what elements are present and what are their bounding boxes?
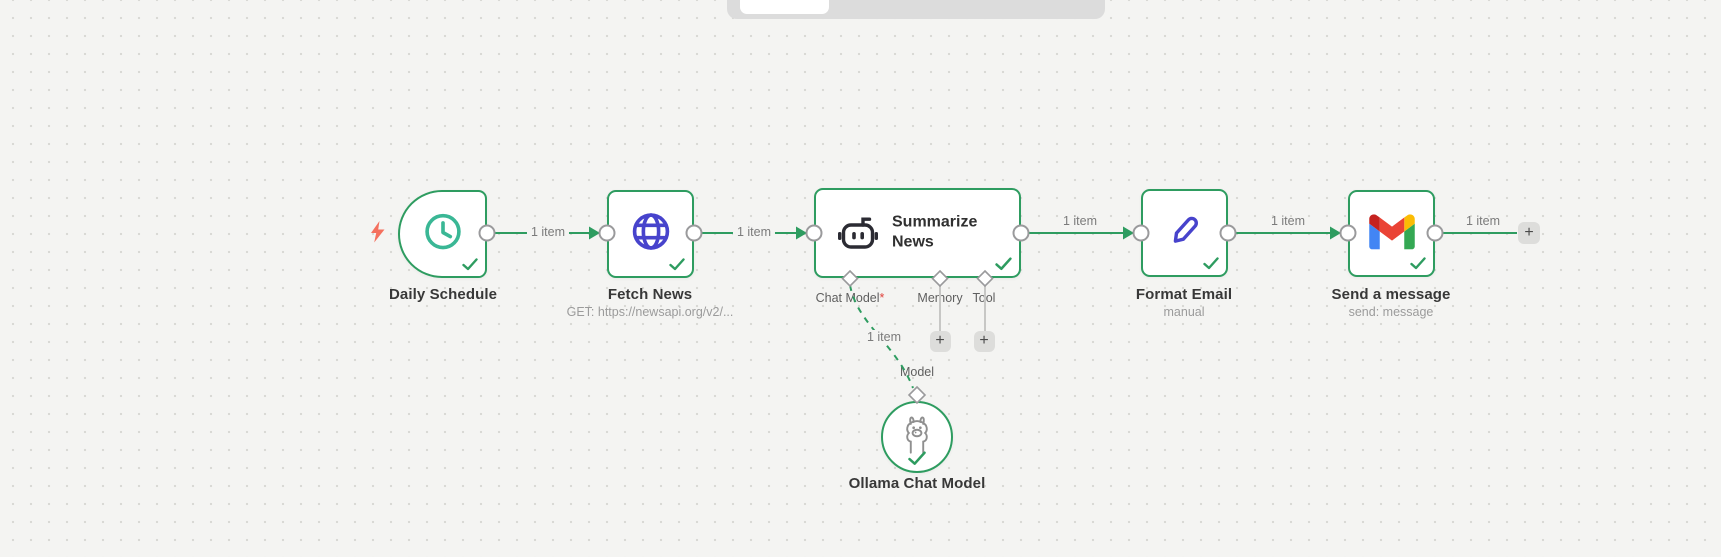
add-next-node-button[interactable]: + [1518,222,1540,244]
port-label-chat-model: Chat Model* [816,291,885,305]
node-label-format-email: Format Email [1135,286,1233,303]
connection-label: 1 item [862,330,906,344]
connection-label: 1 item [732,225,776,239]
check-icon [908,451,926,465]
node-send-a-message[interactable] [1348,190,1435,277]
pencil-icon [1173,216,1198,243]
llama-icon [906,416,928,454]
add-tool-button[interactable]: + [973,330,995,352]
check-icon [1203,257,1219,270]
node-title-summarize-news: Summarize News [892,213,978,251]
node-label-fetch-news: Fetch News [607,286,693,303]
connection-format-to-send[interactable] [1228,226,1341,240]
connection-label: 1 item [1270,214,1306,228]
globe-icon [632,213,669,250]
port-label-memory: Memory [917,291,963,305]
check-icon [995,257,1012,271]
node-ollama-chat-model[interactable] [881,401,953,473]
check-icon [669,258,685,271]
node-format-email[interactable] [1141,189,1228,277]
connection-label: 1 item [1465,214,1501,228]
node-label-daily-schedule: Daily Schedule [388,286,498,303]
node-label-ollama-chat-model: Ollama Chat Model [848,475,986,492]
node-summarize-news[interactable]: Summarize News [814,188,1021,278]
connection-label: 1 item [1062,214,1098,228]
port-label-chat-model-text: Chat Model [815,291,880,305]
robot-icon [838,217,878,249]
port-label-model: Model [899,365,935,379]
top-toolbar-partial [727,0,1105,19]
node-daily-schedule[interactable] [398,190,487,278]
required-asterisk: * [879,291,885,305]
add-memory-button[interactable]: + [929,330,951,352]
node-sublabel-send-a-message: send: message [1348,305,1434,319]
node-sublabel-format-email: manual [1163,305,1205,319]
active-tab-partial[interactable] [740,0,829,14]
connection-label: 1 item [526,225,570,239]
node-fetch-news[interactable] [607,190,694,278]
port-label-tool: Tool [972,291,996,305]
check-icon [462,258,478,271]
node-label-send-a-message: Send a message [1331,286,1451,303]
node-sublabel-fetch-news: GET: https://newsapi.org/v2/... [566,305,734,319]
clock-icon [424,213,461,250]
check-icon [1410,257,1426,270]
lightning-zap-icon [371,221,385,243]
connection-summarize-to-format[interactable] [1021,226,1134,240]
gmail-icon [1368,213,1415,249]
